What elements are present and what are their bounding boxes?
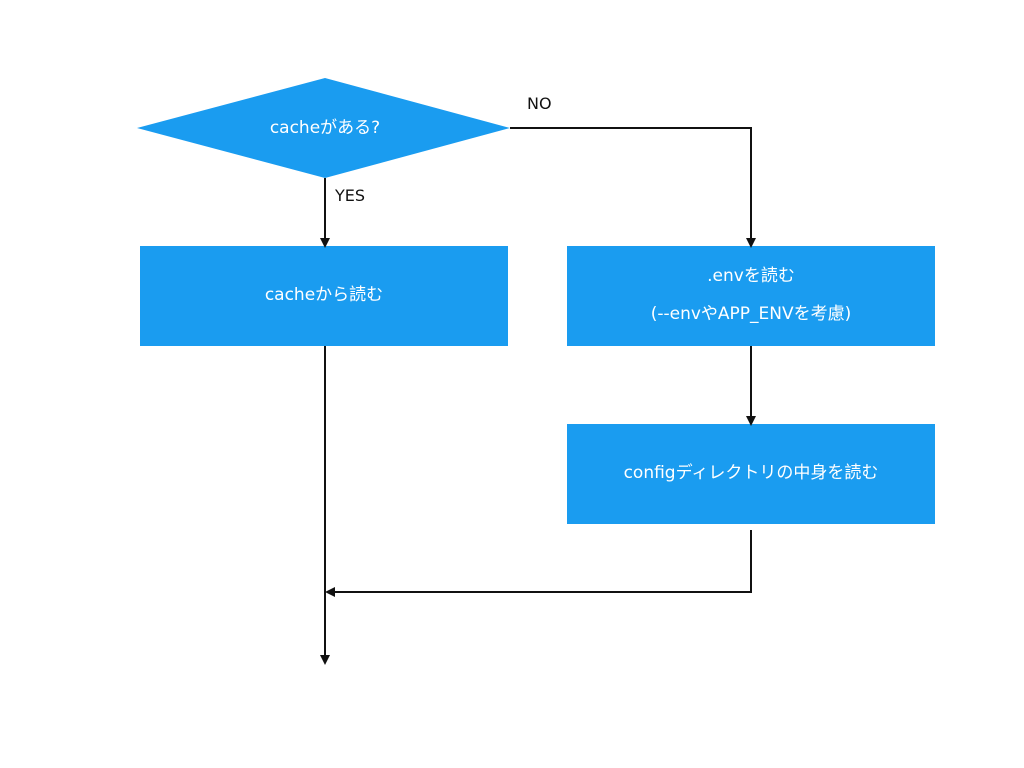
no-edge-label: NO xyxy=(527,94,552,113)
yes-edge-label: YES xyxy=(335,186,366,205)
decision-label: cacheがある? xyxy=(269,118,381,138)
read-env-label-line2: (--envやAPP_ENVを考慮) xyxy=(650,304,852,324)
no-arrow xyxy=(510,127,756,248)
read-env-box xyxy=(567,246,935,346)
config-merge-arrow xyxy=(325,530,752,597)
read-env-label-line1: .envを読む xyxy=(707,266,795,286)
decision-diamond xyxy=(137,78,510,178)
read-cache-box xyxy=(140,246,508,346)
read-config-box xyxy=(567,424,935,524)
read-cache-label: cacheから読む xyxy=(264,285,384,305)
read-config-label: configディレクトリの中身を読む xyxy=(623,463,879,483)
